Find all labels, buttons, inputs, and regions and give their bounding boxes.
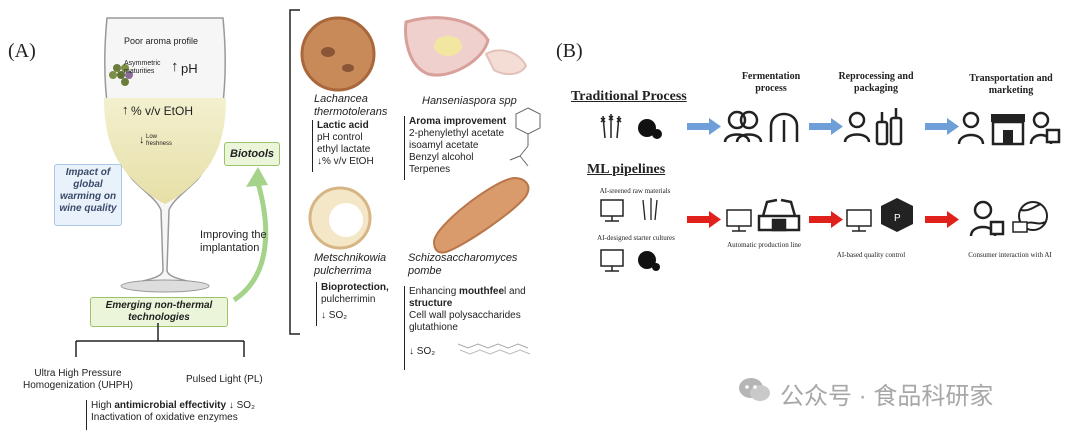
wechat-icon (738, 376, 772, 409)
monitor-icon (1012, 221, 1028, 233)
hanseniaspora-line: isoamyl acetate (409, 140, 479, 151)
hanseniaspora-line: Terpenes (409, 164, 451, 175)
robot-arm-icon (757, 198, 801, 232)
fermentation-label: Fermentation process (741, 71, 801, 94)
monitor-icon (846, 209, 872, 232)
consumer-label: Consumer interaction with AI (968, 251, 1052, 259)
hanseniaspora-line: Benzyl alcohol (409, 152, 474, 163)
molecule-icon (509, 107, 541, 167)
people-icon (843, 111, 871, 143)
lachancea-line: ethyl lactate (317, 144, 371, 155)
customer-icon (1029, 111, 1061, 145)
yeast-bracket (289, 9, 300, 335)
grape-cluster-icon (109, 64, 133, 86)
metschnikowia-name: Metschnikowia pulcherrima (314, 252, 387, 277)
yeast-cells (300, 16, 530, 254)
lachancea-line: pH control (317, 132, 363, 143)
metschnikowia-so2: ↓ SO₂ (321, 310, 348, 321)
low-freshness-text: Low freshness (146, 134, 173, 147)
schizosaccharomyces-traits: Enhancing mouthfeel and structure Cell w… (404, 286, 526, 370)
emerging-technologies-box: Emerging non-thermal technologies (90, 297, 228, 327)
wheat-icon (642, 198, 658, 221)
improving-implantation-text: Improving the implantation (200, 229, 267, 254)
aroma-improvement-text: Aroma improvement (409, 116, 507, 127)
lachancea-line: ↓% v/v EtOH (317, 156, 374, 167)
structure-text: structure (409, 298, 453, 309)
monitor-icon (600, 249, 624, 272)
poor-aroma-text: Poor aroma profile (124, 36, 199, 46)
people-icon (723, 110, 763, 143)
pulcherrimin-text: pulcherrimin (321, 294, 376, 305)
so2-text: SO₂ (236, 400, 255, 411)
lachancea-name: Lachancea thermotolerans (314, 93, 388, 118)
schizo-line: glutathione (409, 322, 458, 333)
package-icon: P (881, 198, 913, 232)
microbe-icon (638, 119, 662, 139)
panel-a-label: (A) (8, 40, 36, 62)
schizo-so2: ↓ SO₂ (409, 346, 436, 357)
ethanol-up-arrow: ↑ (122, 102, 129, 117)
panel-b-icons: P (600, 108, 1061, 272)
schizo-line: Cell wall polysaccharides (409, 310, 521, 321)
reprocessing-label: Reprocessing and packaging (838, 71, 914, 94)
inactivation-text: Inactivation of oxidative enzymes (91, 412, 238, 423)
store-icon (991, 114, 1025, 146)
red-arrow (925, 211, 959, 228)
monitor-icon (600, 199, 624, 222)
lactic-acid-text: Lactic acid (317, 120, 369, 131)
schizosaccharomyces-name: Schizosaccharomyces pombe (408, 252, 518, 277)
freshness-down-arrow: ↓ (139, 134, 145, 146)
lachancea-traits: Lactic acid pH control ethyl lactate ↓% … (312, 120, 374, 172)
watermark-text: 公众号 · 食品科研家 (780, 383, 994, 410)
uhph-effects: High antimicrobial effectivity ↓ SO₂ Ina… (86, 400, 255, 430)
bioprotection-text: Bioprotection, (321, 282, 389, 293)
asymmetric-maturities-text: Asymmetric maturities (124, 60, 161, 75)
mouthfeel-text: mouthfee (459, 286, 505, 297)
blue-arrow (687, 118, 721, 135)
businessman-icon (957, 111, 985, 145)
ai-quality-label: AI-based quality control (836, 251, 906, 259)
metschnikowia-traits: Bioprotection, pulcherrimin ↓ SO₂ (316, 282, 389, 326)
tree-connector (75, 323, 245, 357)
high-prefix: High (91, 400, 115, 411)
red-arrow (809, 211, 843, 228)
customer-icon (969, 200, 1005, 237)
auto-line-label: Automatic production line (727, 241, 801, 249)
antimicrobial-text: antimicrobial effectivity (114, 400, 227, 411)
microbe-icon (638, 251, 660, 271)
pulsed-light-text: Pulsed Light (PL) (186, 374, 263, 385)
globe-icon (1018, 201, 1048, 231)
transport-label: Transportation and marketing (969, 73, 1053, 96)
ai-raw-label: AI-sreened raw materials (599, 187, 671, 195)
hanseniaspora-line: 2-phenylethyl acetate (409, 128, 505, 139)
wheat-icon (600, 114, 622, 139)
hanseniaspora-name: Hanseniaspora spp (422, 95, 517, 107)
biotools-box: Biotools (224, 142, 280, 166)
enhancing-suffix: l and (504, 286, 526, 297)
wine-glass-illustration (104, 17, 226, 293)
tank-icon (769, 112, 799, 142)
red-arrow (687, 211, 721, 228)
panel-b-label: (B) (556, 40, 583, 62)
enhancing-prefix: Enhancing (409, 286, 460, 297)
improving-arrow (232, 167, 269, 303)
svg-text:P: P (894, 213, 901, 224)
polysaccharide-chain-icon (457, 343, 531, 355)
ph-up-arrow: ↑ (171, 58, 179, 75)
impact-global-warming-box: Impact of global warming on wine quality (54, 164, 122, 226)
bottles-icon (875, 108, 903, 146)
schizosaccharomyces-cell (432, 176, 530, 254)
hanseniaspora-traits: Aroma improvement 2-phenylethyl acetate … (404, 116, 506, 180)
uhph-text: Ultra High Pressure Homogenization (UHPH… (22, 368, 134, 391)
blue-arrow (925, 118, 959, 135)
ai-starter-label: AI-designed starter cultures (597, 234, 675, 242)
lachancea-cell (300, 16, 376, 92)
blue-arrow (809, 118, 843, 135)
ml-pipelines-title: ML pipelines (587, 162, 666, 177)
ph-text: pH (181, 61, 198, 76)
traditional-process-title: Traditional Process (571, 89, 687, 104)
monitor-icon (726, 209, 752, 232)
ethanol-text: % v/v EtOH (131, 104, 194, 118)
